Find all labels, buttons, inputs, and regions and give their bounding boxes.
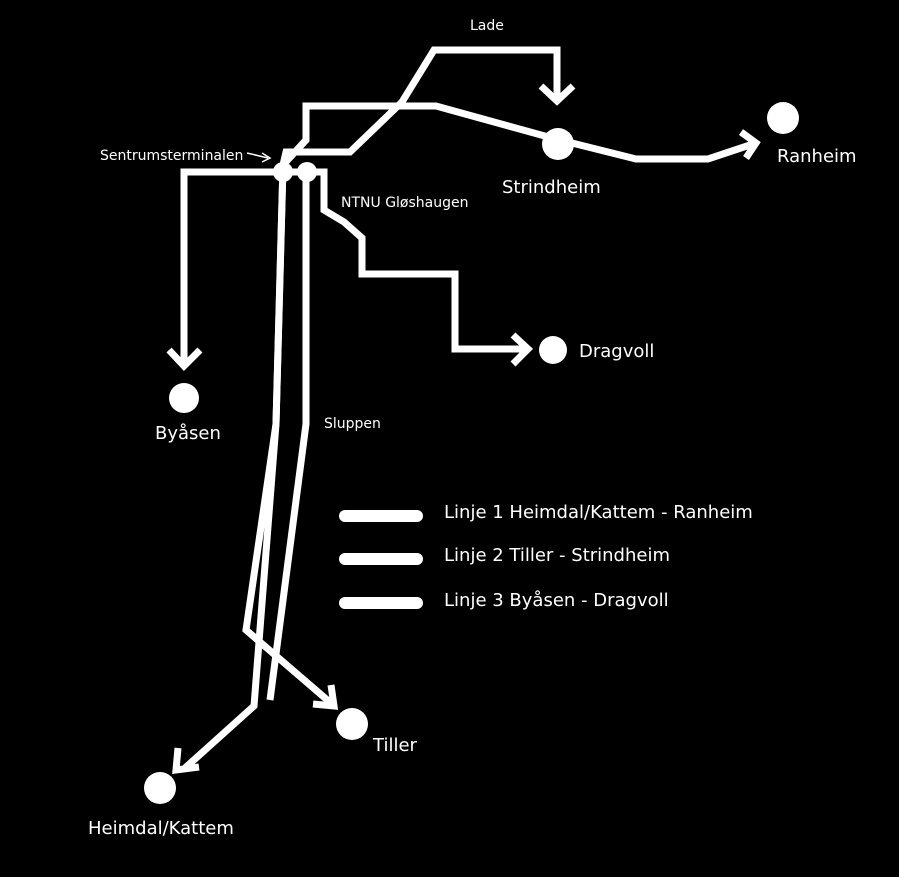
legend-label-1: Linje 1 Heimdal/Kattem - Ranheim [444,502,753,523]
label-byasen: Byåsen [155,423,221,444]
legend-label-3: Linje 3 Byåsen - Dragvoll [444,590,669,611]
sentrum-pointer-head [261,152,272,163]
stop-byasen[interactable] [169,383,199,413]
stop-sentrum-a[interactable] [273,162,293,182]
label-ranheim: Ranheim [777,146,857,167]
label-sluppen: Sluppen [324,416,381,432]
stop-ranheim[interactable] [767,102,799,134]
route-2-arrowhead [538,83,576,106]
route-line-1 [182,102,758,771]
label-strindheim: Strindheim [502,177,601,198]
label-sentrumsterminalen: Sentrumsterminalen [100,148,243,164]
route-3-arrowhead [510,332,534,367]
legend-label-2: Linje 2 Tiller - Strindheim [444,545,670,566]
sentrum-pointer [246,152,269,159]
stop-heimdal[interactable] [144,772,176,804]
label-lade: Lade [470,18,504,34]
stop-dragvoll[interactable] [539,336,567,364]
label-ntnu: NTNU Gløshaugen [341,195,469,211]
route-line-2 [242,46,561,707]
route-1-arrowhead [738,129,761,160]
route-line-3 [180,168,527,365]
stop-tiller[interactable] [336,708,368,740]
label-heimdal: Heimdal/Kattem [88,818,234,839]
legend: Linje 1 Heimdal/Kattem - Ranheim Linje 2… [339,502,753,611]
route-2-south-arrowhead [312,684,339,710]
stop-sentrum-b[interactable] [297,162,317,182]
label-tiller: Tiller [372,735,418,756]
label-dragvoll: Dragvoll [579,341,654,362]
stop-strindheim[interactable] [542,128,574,160]
route-3-west-arrowhead [166,347,203,372]
route-line-sluppen [266,171,310,701]
route-1-south-arrowhead [172,747,200,775]
